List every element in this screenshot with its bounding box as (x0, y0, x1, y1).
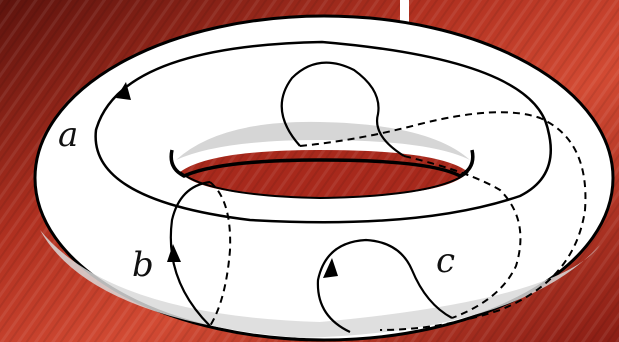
label-b: b (132, 245, 154, 285)
label-c: c (436, 241, 455, 281)
top-white-bar (400, 0, 409, 22)
label-a: a (58, 115, 78, 155)
